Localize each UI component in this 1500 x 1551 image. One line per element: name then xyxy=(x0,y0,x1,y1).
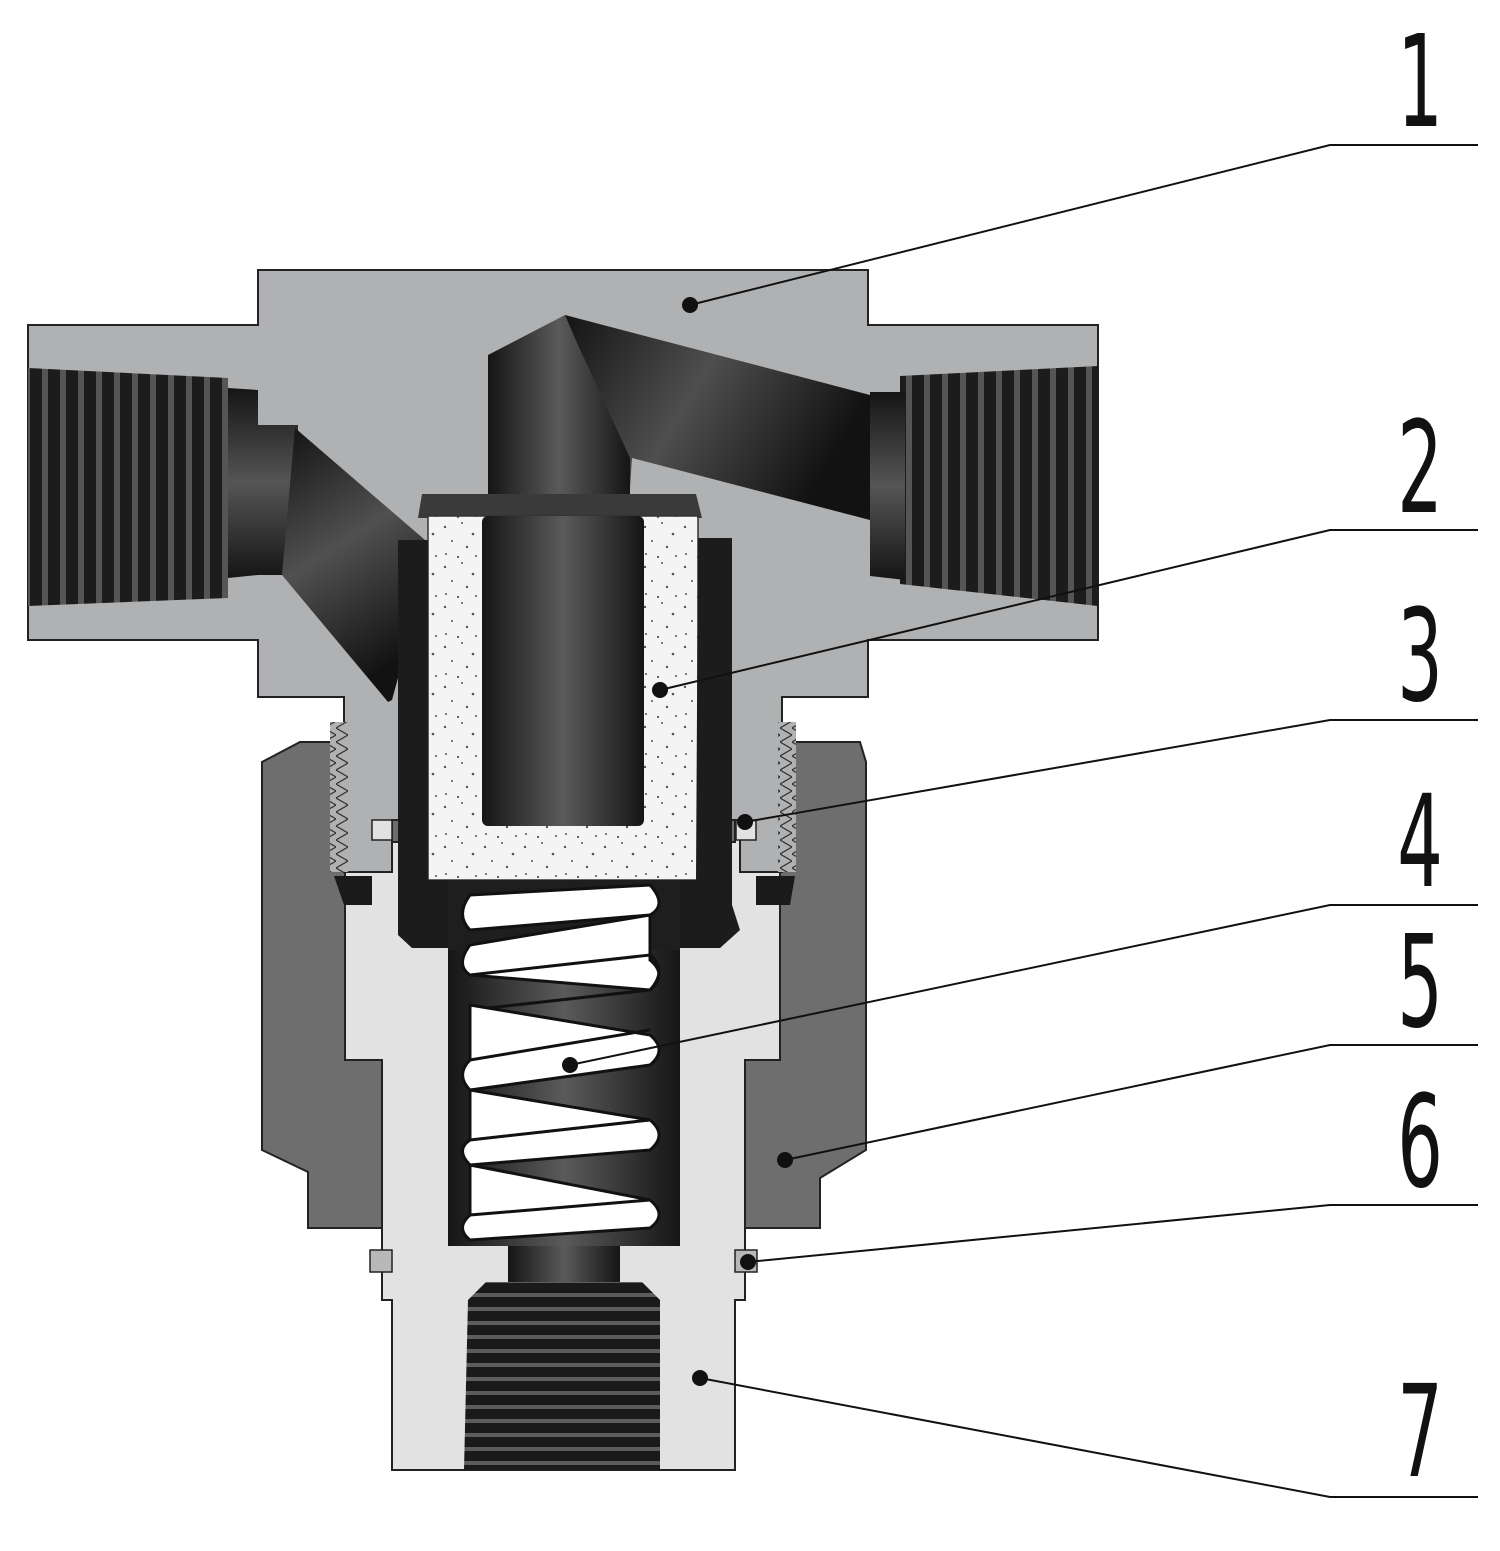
left-port-thread xyxy=(28,368,228,606)
leader-4 xyxy=(569,904,1478,1066)
left-port-collar xyxy=(228,388,298,578)
seal-ring-right xyxy=(756,876,795,905)
callout-3: 3 xyxy=(1397,583,1443,731)
callout-1: 1 xyxy=(1397,9,1443,157)
neck-thread-right xyxy=(778,722,796,872)
compression-spring xyxy=(461,883,661,1242)
callout-2: 2 xyxy=(1397,395,1443,543)
callout-5: 5 xyxy=(1397,909,1443,1057)
outlet-nipple-thread xyxy=(464,1282,660,1470)
leader-6 xyxy=(747,1204,1478,1263)
callout-4: 4 xyxy=(1397,769,1443,917)
left-inclined-passage xyxy=(282,428,430,702)
leader-dots xyxy=(562,297,793,1386)
dot-7 xyxy=(692,1370,708,1386)
dot-3 xyxy=(737,814,753,830)
seal-gap-left xyxy=(371,819,393,841)
neck-thread-left xyxy=(330,722,348,872)
dot-5 xyxy=(777,1152,793,1168)
callout-7: 7 xyxy=(1397,1359,1443,1507)
leader-7 xyxy=(699,1377,1478,1498)
filter-inner-bore xyxy=(482,516,644,826)
leader-1 xyxy=(689,144,1478,306)
leader-3 xyxy=(744,719,1478,823)
leader-5 xyxy=(784,1044,1478,1161)
dot-1 xyxy=(682,297,698,313)
callout-labels: 1 2 3 4 5 6 7 xyxy=(1397,9,1443,1507)
dot-4 xyxy=(562,1057,578,1073)
filter-sleeve xyxy=(398,538,740,948)
leader-2 xyxy=(659,529,1478,691)
outlet-stem xyxy=(508,1246,620,1286)
dot-6 xyxy=(740,1254,756,1270)
leader-lines xyxy=(569,144,1478,1498)
callout-6: 6 xyxy=(1397,1069,1443,1217)
right-inclined-passage xyxy=(560,315,870,520)
dot-2 xyxy=(652,682,668,698)
central-passage xyxy=(488,315,630,495)
right-port-collar xyxy=(870,392,905,580)
filter-cap xyxy=(418,494,702,518)
retaining-ring-left xyxy=(369,1249,393,1273)
seal-ring-left xyxy=(334,876,372,905)
right-port-thread xyxy=(900,366,1098,606)
